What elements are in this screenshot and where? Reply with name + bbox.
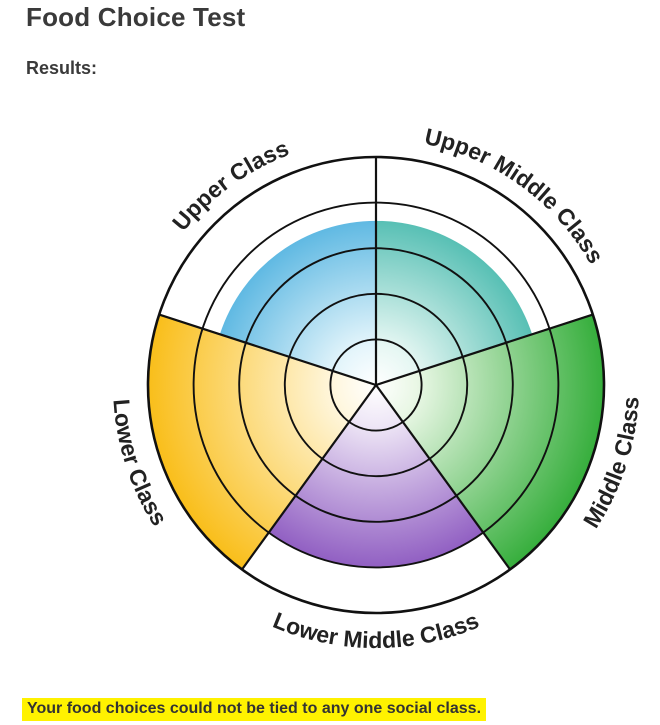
segment-upper-middle-class	[376, 220, 533, 385]
result-message: Your food choices could not be tied to a…	[22, 698, 487, 721]
page-title: Food Choice Test	[26, 2, 246, 32]
results-label: Results:	[26, 58, 98, 78]
segment-divider-5	[158, 313, 377, 387]
segment-upper-class	[219, 220, 376, 385]
segment-middle-class	[376, 314, 605, 570]
segment-divider-4	[241, 384, 377, 571]
segment-divider-3	[375, 384, 511, 571]
segment-lower-class	[147, 314, 376, 570]
segment-dividers	[158, 157, 594, 571]
segment-divider-2	[375, 313, 594, 387]
